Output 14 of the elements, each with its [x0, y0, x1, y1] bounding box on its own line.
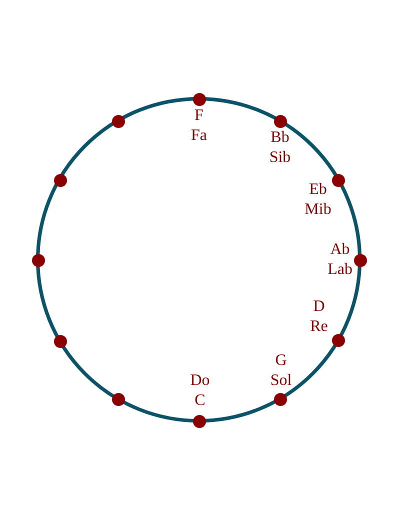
- note-label: Lab: [328, 260, 352, 280]
- note-label: Bb: [270, 128, 290, 148]
- note-label: D: [313, 297, 325, 317]
- note-label: Sib: [269, 148, 291, 168]
- note-label: Do: [190, 371, 210, 391]
- note-label: F: [194, 106, 204, 126]
- note-label: Sol: [270, 371, 292, 391]
- note-label: Ab: [330, 240, 350, 260]
- note-label: Mib: [304, 200, 332, 220]
- note-label: Eb: [309, 180, 327, 200]
- note-label: Fa: [191, 126, 207, 146]
- note-label: C: [194, 391, 206, 411]
- note-label: Re: [310, 317, 328, 337]
- note-label: G: [275, 351, 287, 371]
